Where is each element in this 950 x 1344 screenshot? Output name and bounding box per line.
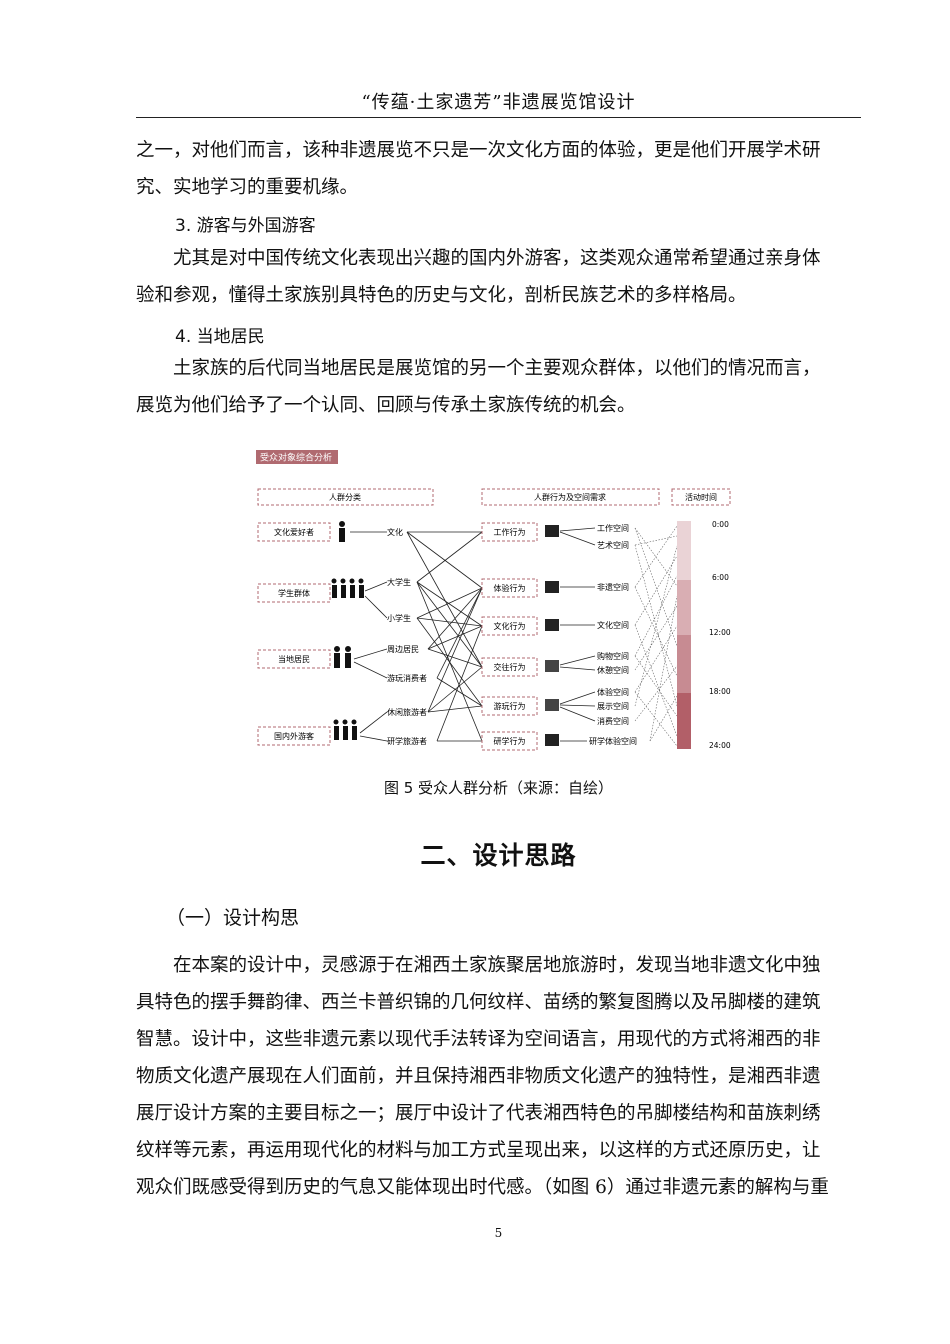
space-label: 体验空间 (597, 687, 629, 697)
social-icon (545, 660, 559, 672)
play-icon (545, 699, 559, 711)
behavior-label: 文化行为 (494, 621, 526, 631)
space-label: 购物空间 (597, 651, 629, 661)
subgroup-label: 游玩消费者 (387, 673, 427, 683)
paragraph-line: 物质文化遗产展现在人们面前，并且保持湘西非物质文化遗产的独特性，是湘西非遗 (136, 1066, 821, 1087)
page-header-title: “传蕴·土家遗芳”非遗展览馆设计 (361, 92, 636, 113)
time-label: 12:00 (709, 628, 731, 637)
paragraph-line: 纹样等元素，再运用现代化的材料与加工方式呈现出来，以这样的方式还原历史，让 (136, 1140, 821, 1161)
space-label: 消费空间 (597, 716, 629, 726)
paragraph-line: 观众们既感受得到历史的气息又能体现出时代感。（如图 6）通过非遗元素的解构与重 (136, 1177, 829, 1198)
behavior-label: 体验行为 (494, 583, 526, 593)
section-heading: 二、设计思路 (420, 841, 577, 870)
study-icon (545, 734, 559, 746)
space-to-time-dotted-lines (634, 525, 678, 747)
subgroup-label: 周边居民 (387, 644, 419, 654)
figure-title: 受众对象综合分析 (260, 452, 332, 464)
subgroup-label: 文化 (387, 527, 403, 537)
culture-icon (545, 619, 559, 631)
subheading-4: 4. 当地居民 (175, 327, 265, 347)
time-segment (677, 635, 691, 693)
subgroup-label: 研学旅游者 (387, 736, 427, 746)
behavior-label: 游玩行为 (494, 701, 526, 711)
time-bar (677, 521, 691, 749)
subgroup-label: 小学生 (387, 613, 411, 623)
time-label: 24:00 (709, 741, 731, 750)
paragraph-line: 在本案的设计中，灵感源于在湘西土家族聚居地旅游时，发现当地非遗文化中独 (173, 955, 821, 976)
subgroup-label: 大学生 (387, 577, 411, 587)
subgroup-label: 休闲旅游者 (387, 707, 427, 717)
time-segment (677, 521, 691, 580)
paragraph-1: 之一，对他们而言，该种非遗展览不只是一次文化方面的体验，更是他们开展学术研 究、… (136, 132, 861, 206)
paragraph-line: 尤其是对中国传统文化表现出兴趣的国内外游客，这类观众通常希望通过亲身体 (173, 248, 821, 269)
audience-analysis-figure: 受众对象综合分析 人群分类 人群行为及空间需求 活动时间 文化爱好者 学生群体 … (256, 450, 731, 751)
behavior-boxes (481, 522, 538, 751)
space-label: 展示空间 (597, 701, 629, 711)
group-label: 学生群体 (278, 588, 310, 598)
time-segment (677, 580, 691, 635)
paragraph-line: 土家族的后代同当地居民是展览馆的另一个主要观众群体，以他们的情况而言， (173, 358, 821, 379)
behavior-icons (545, 525, 559, 746)
time-label: 18:00 (709, 687, 731, 696)
space-label: 工作空间 (597, 523, 629, 533)
paragraph-line: 验和参观，懂得土家族别具特色的历史与文化，剖析民族艺术的多样格局。 (136, 285, 747, 306)
space-label: 休憩空间 (597, 665, 629, 675)
paragraph-line: 展厅设计方案的主要目标之一；展厅中设计了代表湘西特色的吊脚楼结构和苗族刺绣 (136, 1103, 821, 1124)
behavior-to-space-lines (559, 527, 596, 742)
subsection-heading: （一）设计构思 (166, 907, 300, 929)
behavior-label: 研学行为 (494, 736, 526, 746)
space-label: 艺术空间 (597, 540, 629, 550)
paragraph-2: 尤其是对中国传统文化表现出兴趣的国内外游客，这类观众通常希望通过亲身体 验和参观… (136, 240, 861, 314)
space-label: 文化空间 (597, 620, 629, 630)
paragraph-line: 具特色的摆手舞韵律、西兰卡普织锦的几何纹样、苗绣的繁复图腾以及吊脚楼的建筑 (136, 992, 821, 1013)
time-label: 6:00 (712, 573, 729, 582)
experience-icon (545, 581, 559, 593)
group-label: 国内外游客 (274, 731, 314, 741)
col-head-groups: 人群分类 (329, 492, 361, 502)
column-headers (257, 488, 731, 506)
group-label: 文化爱好者 (274, 527, 314, 537)
space-label: 非遗空间 (597, 582, 629, 592)
paragraph-line: 之一，对他们而言，该种非遗展览不只是一次文化方面的体验，更是他们开展学术研 (136, 140, 821, 161)
behavior-label: 交往行为 (494, 662, 526, 672)
paragraph-3: 土家族的后代同当地居民是展览馆的另一个主要观众群体，以他们的情况而言， 展览为他… (136, 350, 861, 424)
figure-title-bg (256, 450, 338, 464)
behavior-label: 工作行为 (494, 527, 526, 537)
paragraph-line: 展览为他们给予了一个认同、回顾与传承土家族传统的机会。 (136, 395, 636, 416)
paragraph-4: 在本案的设计中，灵感源于在湘西土家族聚居地旅游时，发现当地非遗文化中独 具特色的… (136, 947, 861, 1206)
space-label: 研学体验空间 (589, 736, 637, 746)
header-rule (136, 117, 861, 118)
group-label: 当地居民 (278, 654, 310, 664)
subheading-3: 3. 游客与外国游客 (175, 216, 316, 236)
people-silhouettes-icon (331, 521, 364, 740)
work-icon (545, 525, 559, 537)
col-head-time: 活动时间 (685, 492, 717, 502)
time-segment (677, 693, 691, 749)
figure-caption: 图 5 受众人群分析（来源：自绘） (383, 779, 614, 797)
time-label: 0:00 (712, 520, 729, 529)
col-head-behaviors: 人群行为及空间需求 (534, 492, 606, 502)
page-number: 5 (494, 1226, 503, 1240)
paragraph-line: 智慧。设计中，这些非遗元素以现代手法转译为空间语言，用现代的方式将湘西的非 (136, 1029, 821, 1050)
subgroup-to-behavior-lines (406, 531, 483, 742)
group-boxes (257, 522, 331, 746)
paragraph-line: 究、实地学习的重要机缘。 (136, 177, 359, 198)
group-to-subgroup-lines (350, 531, 388, 742)
